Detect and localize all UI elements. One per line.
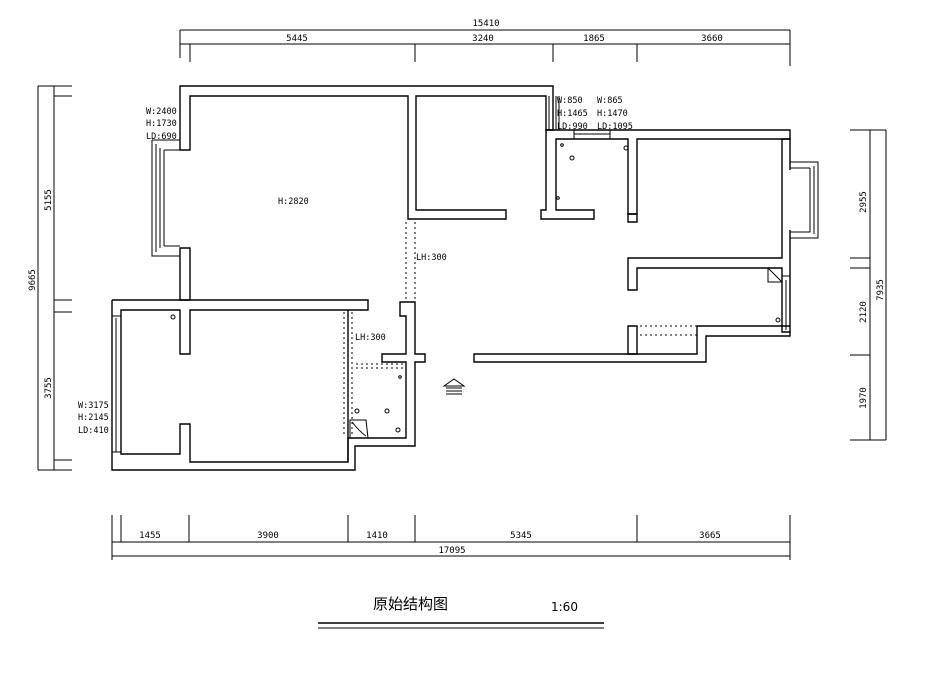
- ceiling-height-label: H:2820: [278, 197, 309, 207]
- note-h: H:1730: [146, 119, 177, 129]
- dim-right-2: 2120: [859, 301, 869, 323]
- dim-bottom-3: 1410: [366, 531, 388, 541]
- note-h: H:1465: [557, 109, 588, 119]
- bottom-dimensions: 1455 3900 1410 5345 3665 17095: [111, 515, 791, 560]
- dim-top-2: 3240: [472, 34, 494, 44]
- dim-top-total: 15410: [472, 19, 499, 29]
- dim-left-2: 3755: [44, 377, 54, 399]
- right-dimensions: 2955 2120 1970 7935: [850, 129, 887, 441]
- dim-left-total: 9665: [28, 269, 38, 291]
- note-ld: LD:1095: [597, 122, 633, 132]
- note-w: W:865: [597, 96, 623, 106]
- dim-top-4: 3660: [701, 34, 723, 44]
- note-h: H:2145: [78, 413, 109, 423]
- note-ld: LD:690: [146, 132, 177, 142]
- dim-left-1: 5155: [44, 189, 54, 211]
- note-w: W:850: [557, 96, 583, 106]
- note-h: H:1470: [597, 109, 628, 119]
- note-w: W:2400: [146, 107, 177, 117]
- note-ld: LD:990: [557, 122, 588, 132]
- beam-label-2: LH:300: [355, 333, 386, 343]
- walls: [111, 85, 819, 471]
- entrance-arrow-icon: [442, 378, 466, 395]
- drawing-title: 原始结构图: [373, 595, 448, 613]
- pipe-markers: [170, 143, 781, 433]
- dim-bottom-4: 5345: [510, 531, 532, 541]
- dim-bottom-1: 1455: [139, 531, 161, 541]
- dim-bottom-2: 3900: [257, 531, 279, 541]
- top-dimensions: 15410 5445 3240 1865 3660: [179, 19, 791, 66]
- dim-bottom-total: 17095: [438, 546, 465, 556]
- note-ld: LD:410: [78, 426, 109, 436]
- window-note-left-bottom: W:3175 H:2145 LD:410: [78, 401, 109, 436]
- dim-top-3: 1865: [583, 34, 605, 44]
- drawing-scale: 1:60: [551, 600, 578, 614]
- dim-right-1: 2955: [859, 191, 869, 213]
- beam-label-1: LH:300: [416, 253, 447, 263]
- window-note-top-mid: W:850 H:1465 LD:990: [557, 96, 588, 132]
- window-note-left-top: W:2400 H:1730 LD:690: [146, 107, 177, 142]
- dim-bottom-5: 3665: [699, 531, 721, 541]
- window-note-top-right: W:865 H:1470 LD:1095: [597, 96, 633, 132]
- left-dimensions: 9665 5155 3755: [28, 85, 72, 471]
- dim-right-total: 7935: [876, 279, 886, 301]
- note-w: W:3175: [78, 401, 109, 411]
- dim-right-3: 1970: [859, 387, 869, 409]
- dim-top-1: 5445: [286, 34, 308, 44]
